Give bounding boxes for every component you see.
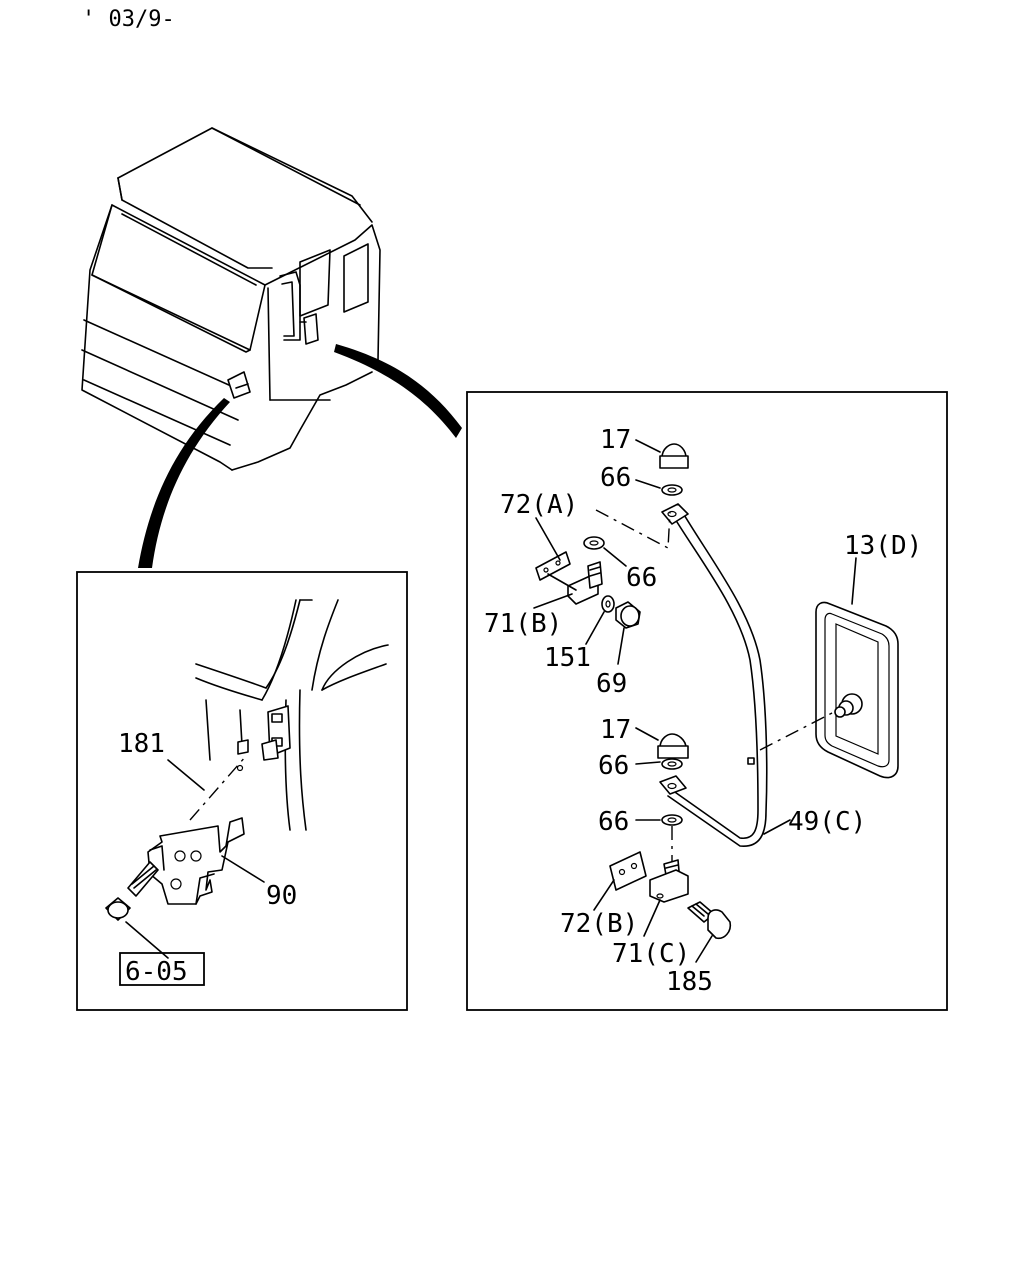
washer-151-icon [601,595,615,613]
leader-69 [617,627,625,665]
leader-605 [125,921,169,959]
leader-151 [585,611,605,645]
leader-90 [221,855,265,883]
washer-66-d-icon [661,814,683,826]
washer-66-a-icon [661,484,683,496]
ref-box-605 [119,952,205,986]
leader-71c [643,899,661,937]
label-151: 151 [544,643,591,673]
label-72b: 72(B) [560,909,638,939]
label-90: 90 [266,881,297,911]
right-detail-box [466,391,948,1011]
label-17-mid: 17 [600,715,631,745]
leader-185 [695,935,713,963]
leader-71b [533,593,573,609]
label-71c: 71(C) [612,939,690,969]
label-181: 181 [118,729,165,759]
dash-181 [189,755,247,821]
leader-13d [851,557,857,605]
bolt-185-icon [687,901,732,940]
leader-66-c [635,761,661,765]
label-49c: 49(C) [788,807,866,837]
leader-to-left-detail [138,398,230,568]
washer-66-b-icon [583,536,605,550]
dash-mirror-joint [759,711,835,751]
label-66-d: 66 [598,807,629,837]
leader-66-a [635,479,661,489]
dash-upper-joint [595,509,671,550]
leader-to-right-detail [334,344,462,438]
label-ref-605: 6-05 [125,957,188,987]
label-66-c: 66 [598,751,629,781]
label-66-a: 66 [600,463,631,493]
cap-nut-17-top-icon [659,443,689,469]
leader-66-b [603,547,627,567]
leader-72a [535,517,561,561]
label-17-top: 17 [600,425,631,455]
bracket-71b-icon [547,561,603,605]
nut-69-icon [615,601,641,629]
date-code: ' 03/9- [82,7,175,32]
label-66-b: 66 [626,563,657,593]
label-72a: 72(A) [500,490,578,520]
plate-72a-icon [535,551,571,581]
leader-17-mid [635,727,659,741]
label-69: 69 [596,669,627,699]
truck-cab-icon [81,127,381,471]
mirror-13d-icon [815,601,899,779]
label-13d: 13(D) [844,531,922,561]
leader-49c [763,819,791,835]
washer-66-c-icon [661,758,683,770]
cap-nut-17-mid-icon [657,733,689,759]
left-detail-box [76,571,408,1011]
leader-181 [167,759,205,791]
plate-72b-icon [609,851,647,891]
label-185: 185 [666,967,713,997]
left-detail-cab-panel [195,599,389,831]
door-hinge-icon [261,705,291,761]
bracket-71c-icon [649,859,689,903]
label-71b: 71(B) [484,609,562,639]
leader-72b [593,879,615,911]
bolt-icon [105,861,159,921]
leader-17-top [635,439,661,453]
mirror-stay-rod-icon [659,503,768,847]
bracket-90-icon [147,817,245,905]
